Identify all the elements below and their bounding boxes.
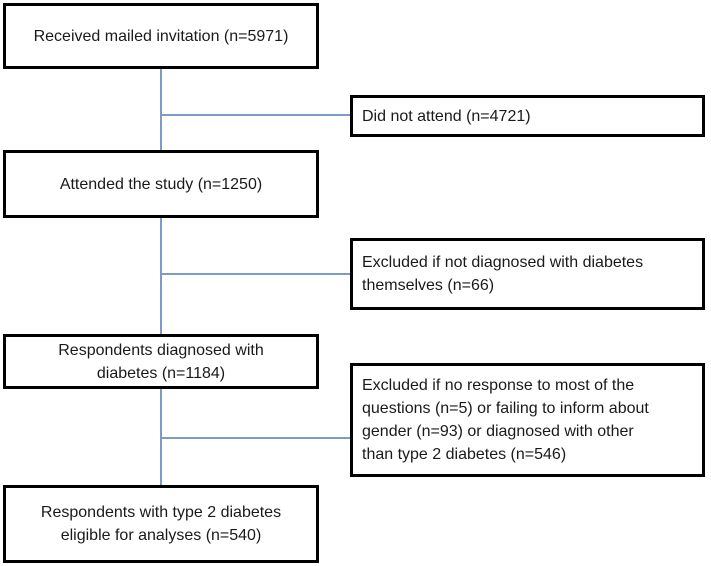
side-box-text: gender (n=93) or diagnosed with other bbox=[362, 423, 634, 440]
flow-box-text: eligible for analyses (n=540) bbox=[60, 527, 262, 544]
flow-box-text: Respondents with type 2 diabetes bbox=[40, 504, 282, 521]
flow-box-attended-study: Attended the study (n=1250) bbox=[3, 150, 319, 218]
flow-box-text: diabetes (n=1184) bbox=[96, 364, 226, 382]
side-box-excluded-other-reasons: Excluded if no response to most of the q… bbox=[350, 363, 705, 477]
flow-box-received-invitation: Received mailed invitation (n=5971) bbox=[3, 3, 319, 69]
side-box-excluded-not-diagnosed: Excluded if not diagnosed with diabetes … bbox=[350, 238, 705, 310]
flow-box-diagnosed-with-diabetes: Respondents diagnosed with diabetes (n=1… bbox=[3, 334, 319, 389]
side-box-text: Excluded if not diagnosed with diabetes bbox=[362, 254, 644, 271]
side-box-did-not-attend: Did not attend (n=4721) bbox=[350, 95, 705, 137]
side-box-text: Excluded if no response to most of the bbox=[362, 377, 635, 394]
connector-h-to-excluded-other bbox=[161, 437, 350, 439]
side-box-text: themselves (n=66) bbox=[362, 277, 495, 294]
flow-box-eligible-for-analyses: Respondents with type 2 diabetes eligibl… bbox=[3, 485, 319, 563]
flow-box-text: Respondents diagnosed with bbox=[58, 341, 264, 359]
connector-v-attended-to-diagnosed bbox=[160, 218, 162, 334]
side-box-text: questions (n=5) or failing to inform abo… bbox=[362, 400, 649, 417]
side-box-text: than type 2 diabetes (n=546) bbox=[362, 446, 567, 463]
side-box-text: Did not attend (n=4721) bbox=[362, 107, 531, 125]
connector-h-to-did-not-attend bbox=[161, 114, 350, 116]
flow-box-text: Attended the study (n=1250) bbox=[59, 175, 263, 193]
connector-v-invitation-to-attended bbox=[160, 69, 162, 150]
flow-box-text: Received mailed invitation (n=5971) bbox=[33, 27, 289, 45]
connector-h-to-excluded-not-diagnosed bbox=[161, 273, 350, 275]
